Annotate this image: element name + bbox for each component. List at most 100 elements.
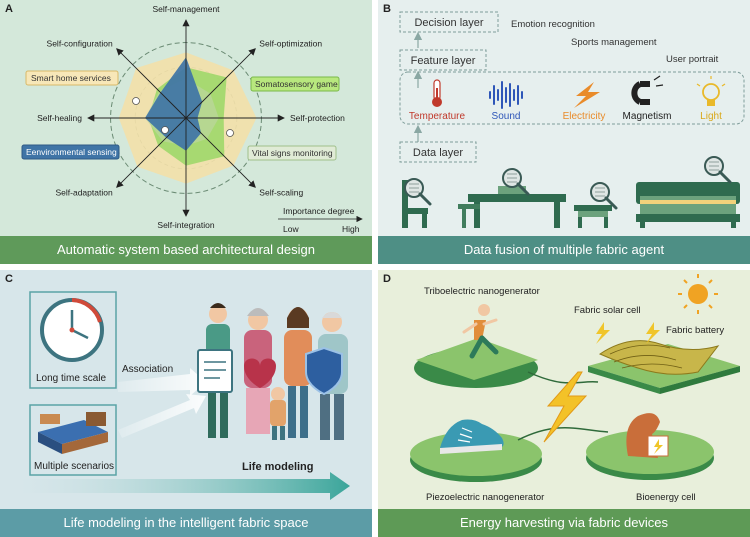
panel-d: D (378, 270, 750, 537)
radar-chart: Self-managementSelf-optimizationSelf-pro… (37, 4, 345, 230)
radar-axis-label: Self-management (152, 4, 220, 14)
battery-text: Fabric battery (666, 325, 724, 336)
light-bulb-icon (696, 76, 726, 106)
tag-vital-signs: Vital signs monitoring (247, 145, 337, 161)
time-arrow (20, 472, 350, 500)
radar-axis-label: Self-configuration (47, 39, 113, 49)
radar-marker (226, 129, 234, 137)
signal-magnetism: Magnetism (623, 111, 672, 122)
data-layer-text: Data layer (413, 147, 463, 159)
tag-somatosensory-text: Somatosensory game (255, 79, 338, 89)
side-table (574, 205, 612, 228)
radar-axis-label: Self-optimization (259, 39, 322, 49)
radar-axis-label: Self-protection (290, 113, 345, 123)
radar-axis-label: Self-scaling (259, 187, 303, 197)
piezo-text: Piezoelectric nanogenerator (426, 492, 544, 503)
shoe-icon (440, 419, 504, 454)
platform-tribo (414, 338, 538, 388)
clock-frame (29, 291, 117, 389)
chair-left (402, 180, 428, 228)
signal-temperature: Temperature (409, 111, 466, 122)
decision-layer-box (399, 11, 499, 33)
fabric-solar-icon (598, 340, 720, 375)
energy-harvesting-diagram: Triboelectric nanogenerator Fabric solar… (410, 274, 740, 503)
panel-b-label: B (383, 3, 391, 15)
importance-high: High (342, 224, 360, 234)
magnifier-icon (590, 182, 618, 210)
wire-bottom (517, 427, 609, 441)
magnifier-icon (404, 178, 432, 206)
radar-axis-label: Self-adaptation (56, 187, 113, 197)
small-bolt-left (596, 322, 610, 344)
output-emotion: Emotion recognition (511, 19, 595, 30)
signal-electricity: Electricity (563, 111, 606, 122)
solar-text: Fabric solar cell (574, 305, 641, 316)
sun-icon (678, 274, 718, 314)
panel-c-caption: Life modeling in the intelligent fabric … (0, 509, 372, 537)
feature-layer-box (399, 49, 487, 71)
tag-env-sensing: Eenvironmental sensing (21, 144, 120, 160)
panel-d-label: D (383, 273, 391, 285)
bio-text: Bioenergy cell (636, 492, 696, 503)
wire-top (527, 371, 599, 384)
small-bolt-right (646, 322, 660, 344)
radar-axis-label: Self-integration (157, 220, 214, 230)
bed (636, 182, 740, 228)
clock-icon (40, 298, 104, 362)
radar-marker (132, 97, 140, 105)
life-modeling-text: Life modeling (242, 461, 314, 473)
radar-axis-label: Self-healing (37, 113, 82, 123)
panel-a-caption: Automatic system based architectural des… (0, 236, 372, 264)
magnifier-icons (404, 156, 732, 210)
radar-axis (116, 117, 187, 188)
output-sports: Sports management (571, 37, 657, 48)
life-modeling-diagram: Long time scale Multiple scenarios Assoc… (20, 291, 350, 500)
runner-icon (462, 304, 499, 359)
tag-smart-home: Smart home services (25, 70, 119, 86)
data-layer-box (399, 141, 477, 163)
feature-layer-text: Feature layer (411, 55, 476, 67)
desk (458, 186, 566, 228)
tag-somatosensory: Somatosensory game (250, 76, 340, 92)
panel-c-label: C (5, 273, 13, 285)
panel-d-caption: Energy harvesting via fabric devices (378, 509, 750, 537)
tag-smart-home-text: Smart home services (31, 73, 111, 83)
magnifier-icon (704, 156, 732, 184)
panel-b: B Decision layer Feature layer Emotion r… (378, 0, 750, 264)
output-portrait: User portrait (666, 54, 719, 65)
signal-light: Light (700, 111, 722, 122)
family-illustration (197, 303, 348, 440)
decision-layer-text: Decision layer (414, 17, 483, 29)
radar-diagram: Self-managementSelf-optimizationSelf-pro… (21, 4, 363, 234)
importance-low: Low (283, 224, 299, 234)
radar-axis (185, 117, 256, 188)
bed-scene-icon (38, 412, 108, 454)
center-bolt-icon (543, 371, 588, 443)
importance-scale: Importance degree Low High (278, 206, 363, 234)
association-arrow-top (118, 368, 206, 396)
multiple-text: Multiple scenarios (34, 461, 114, 472)
association-arrow-bottom (118, 394, 206, 438)
electricity-icon (574, 82, 600, 108)
importance-title: Importance degree (283, 206, 355, 216)
radar-marker (161, 126, 169, 134)
radar-axis (185, 48, 256, 119)
tribo-text: Triboelectric nanogenerator (424, 286, 540, 297)
panel-c: C Long time scale (0, 270, 372, 537)
panel-b-caption: Data fusion of multiple fabric agent (378, 236, 750, 264)
tag-env-sensing-text: Eenvironmental sensing (26, 147, 117, 157)
long-time-text: Long time scale (36, 373, 106, 384)
magnet-icon (631, 75, 664, 105)
magnifier-icon (502, 168, 530, 196)
area-env-sensing (145, 57, 203, 151)
data-fusion-diagram: Decision layer Feature layer Emotion rec… (399, 11, 745, 228)
panel-a-label: A (5, 3, 13, 15)
temperature-icon (432, 79, 442, 107)
association-text: Association (122, 364, 173, 375)
signal-sound: Sound (492, 111, 521, 122)
sound-wave-icon (489, 81, 523, 109)
flexed-arm-icon (626, 413, 669, 458)
signals-box (399, 71, 745, 125)
